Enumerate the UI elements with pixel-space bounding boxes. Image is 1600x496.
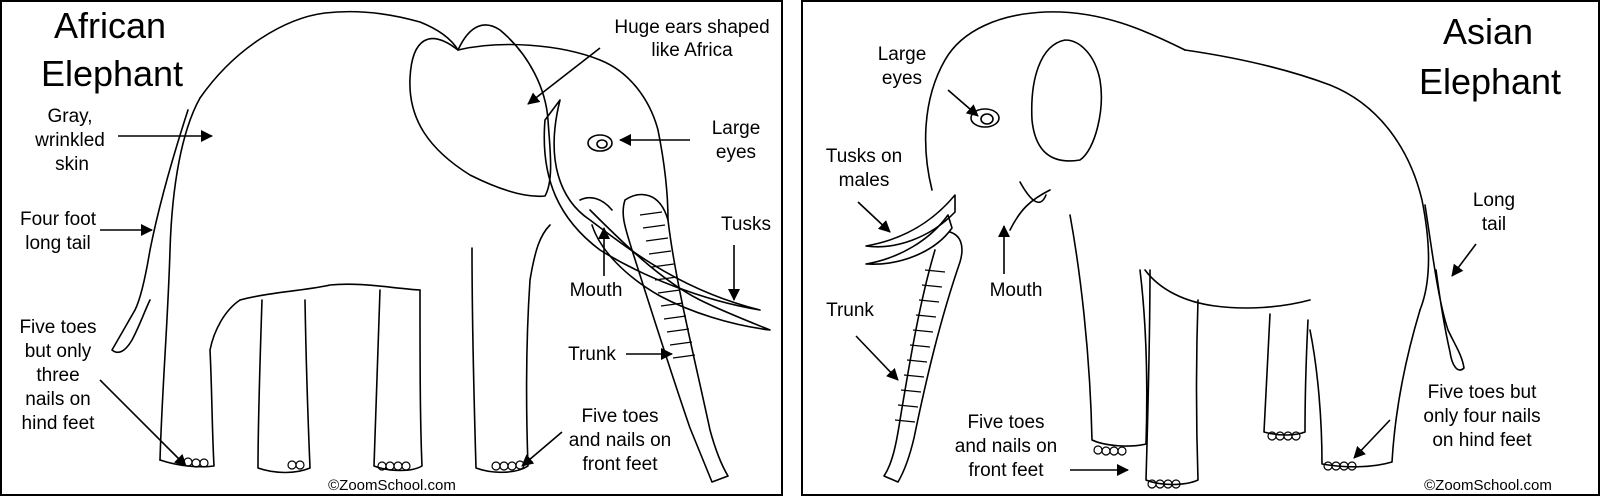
african-ears-label-2: like Africa <box>651 40 733 61</box>
asian-mouth-label: Mouth <box>990 280 1043 301</box>
asian-title-line2: Elephant <box>1419 61 1561 102</box>
african-ears-label-1: Huge ears shaped <box>614 17 769 38</box>
african-skin-label-1: Gray, <box>47 106 92 127</box>
asian-hind-label-3: on hind feet <box>1432 430 1532 451</box>
african-panel-frame <box>0 0 783 496</box>
asian-hind-label-1: Five toes but <box>1428 382 1537 403</box>
african-hind-label-4: nails on <box>25 389 91 410</box>
asian-hind-label-2: only four nails <box>1423 406 1540 427</box>
asian-panel-frame <box>801 0 1600 496</box>
african-hind-label-5: hind feet <box>22 413 96 434</box>
african-front-label-2: and nails on <box>569 430 671 451</box>
asian-eyes-label-2: eyes <box>882 68 922 89</box>
african-toes <box>183 457 525 471</box>
african-skin-label-3: skin <box>55 154 89 175</box>
african-ears-arrow <box>527 47 601 105</box>
asian-front-label-1: Five toes <box>967 412 1044 433</box>
asian-tail-arrow <box>1451 243 1477 277</box>
african-front-label-1: Five toes <box>581 406 658 427</box>
asian-trunk-arrow <box>855 335 899 381</box>
african-tail-label-2: long tail <box>25 233 91 254</box>
african-elephant-drawing <box>111 10 771 483</box>
asian-elephant-drawing <box>865 11 1465 489</box>
asian-title-line1: Asian <box>1443 11 1533 52</box>
african-mouth-label: Mouth <box>570 280 623 301</box>
asian-tusks-arrow <box>857 201 891 233</box>
african-hind-label-3: three <box>36 365 79 386</box>
asian-toes <box>1093 431 1357 489</box>
african-copyright: ©ZoomSchool.com <box>328 477 456 494</box>
african-front-arrow <box>521 431 563 467</box>
asian-tusks-label-2: males <box>839 170 890 191</box>
asian-trunk-label: Trunk <box>826 300 874 321</box>
asian-copyright: ©ZoomSchool.com <box>1424 477 1552 494</box>
african-title-line1: African <box>54 5 166 46</box>
african-hind-arrow <box>99 379 187 467</box>
asian-tail-label-2: tail <box>1482 214 1506 235</box>
african-title-line2: Elephant <box>41 53 183 94</box>
african-tail-label-1: Four foot <box>20 209 97 230</box>
asian-front-label-2: and nails on <box>955 436 1057 457</box>
african-hind-label-1: Five toes <box>19 317 96 338</box>
asian-tail-label-1: Long <box>1473 190 1515 211</box>
african-trunk-label: Trunk <box>568 344 616 365</box>
african-hind-label-2: but only <box>25 341 92 362</box>
asian-hind-arrow <box>1353 419 1391 459</box>
african-tusks-label: Tusks <box>721 214 771 235</box>
asian-eyes-label-1: Large <box>878 44 927 65</box>
asian-eyes-arrow <box>947 89 979 117</box>
african-eyes-label-1: Large <box>712 118 761 139</box>
african-eyes-label-2: eyes <box>716 142 756 163</box>
african-skin-label-2: wrinkled <box>34 130 105 151</box>
asian-front-label-3: front feet <box>969 460 1045 481</box>
african-front-label-3: front feet <box>583 454 659 475</box>
asian-tusks-label-1: Tusks on <box>826 146 902 167</box>
